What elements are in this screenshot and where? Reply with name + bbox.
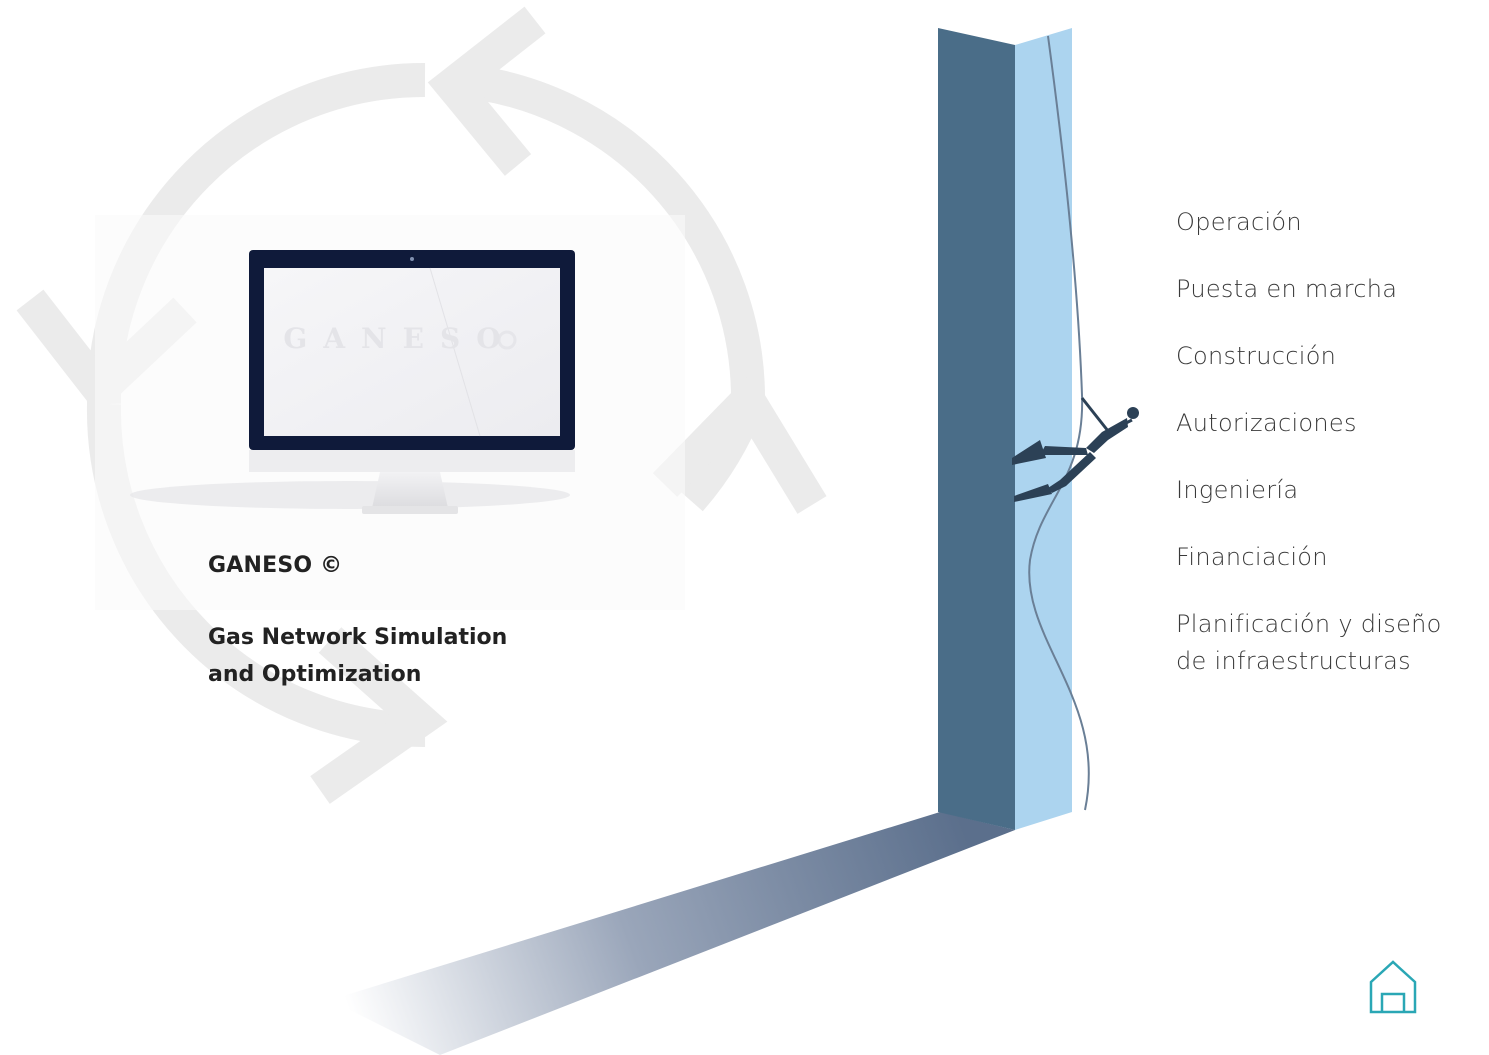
phase-item-financiacion: Financiación [1176, 543, 1328, 571]
monitor-image [130, 250, 575, 514]
home-button[interactable] [1367, 958, 1419, 1016]
phase-list: Operación Puesta en marcha Construcción … [1176, 206, 1476, 714]
product-description-line-1: Gas Network Simulation [208, 625, 508, 650]
product-description: Gas Network Simulation and Optimization [208, 619, 568, 693]
phase-item-planificacion: Planificación y diseño de infraestructur… [1176, 606, 1476, 680]
phase-item-ingenieria: Ingeniería [1176, 476, 1299, 504]
phase-item-operacion: Operación [1176, 208, 1302, 236]
home-icon [1369, 960, 1417, 1014]
product-name: GANESO © [208, 553, 343, 578]
climber-icon [1012, 397, 1139, 502]
wall-image [938, 28, 1072, 830]
wall-shadow [330, 812, 1015, 1055]
phase-item-construccion: Construcción [1176, 342, 1337, 370]
phase-item-puesta-en-marcha: Puesta en marcha [1176, 275, 1398, 303]
phase-item-autorizaciones: Autorizaciones [1176, 409, 1357, 437]
monitor-screen-logo: GANESO [283, 322, 517, 355]
phase-item-planificacion-line-1: Planificación y diseño [1176, 610, 1442, 638]
product-description-line-2: and Optimization [208, 662, 422, 687]
phase-item-planificacion-line-2: de infraestructuras [1176, 647, 1411, 675]
